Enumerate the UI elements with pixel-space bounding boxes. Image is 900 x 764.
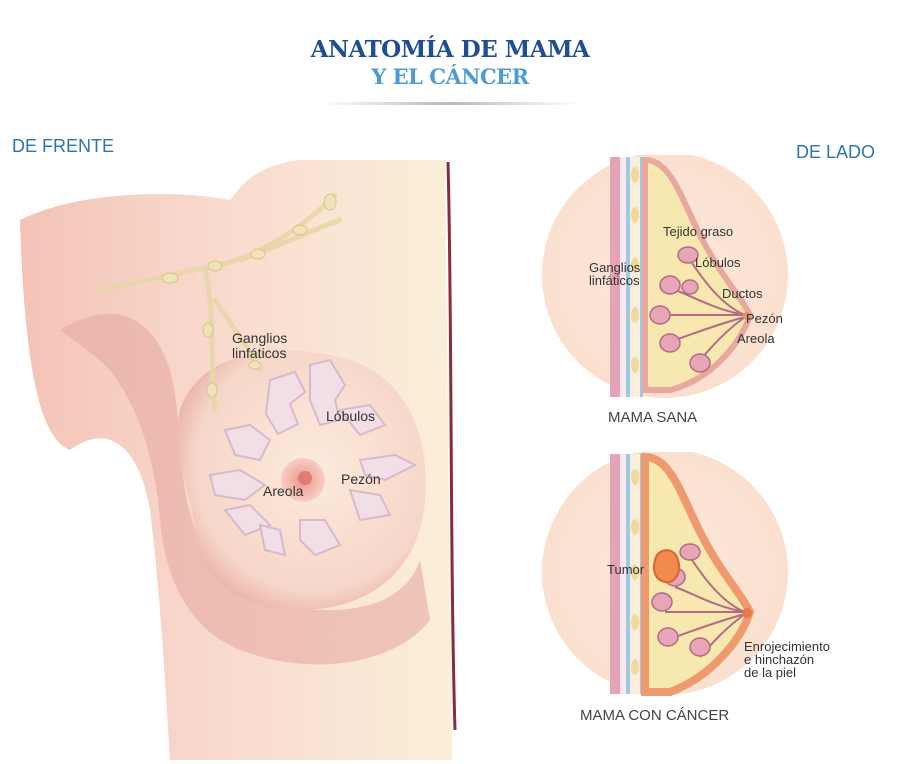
cancer-label-redness-line1: Enrojecimiento <box>744 639 830 654</box>
healthy-label-lobules: Lóbulos <box>695 255 741 270</box>
cancer-label-redness-line3: de la piel <box>744 665 797 680</box>
cancer-label-tumor: Tumor <box>607 562 645 577</box>
side-view-label: DE LADO <box>796 142 876 162</box>
cancer-label-redness: Enrojecimiento e hinchazón de la piel <box>744 640 830 679</box>
healthy-label-lymph-nodes-line1: Ganglios <box>589 260 641 275</box>
cancer-label-redness-line2: e hinchazón <box>744 652 815 667</box>
front-label-lymph-nodes-line2: linfáticos <box>232 345 287 361</box>
cancer-breast-illustration <box>542 452 788 696</box>
title-line-2: Y EL CÁNCER <box>371 64 529 89</box>
front-label-lobules: Lóbulos <box>326 408 376 424</box>
front-label-nipple: Pezón <box>341 471 381 487</box>
healthy-label-fatty-tissue: Tejido graso <box>663 224 734 239</box>
front-label-lymph-nodes-line1: Ganglios <box>232 330 288 346</box>
front-label-lymph-nodes: Ganglios linfáticos <box>232 331 287 361</box>
front-label-areola: Areola <box>263 483 304 499</box>
cancer-caption: MAMA CON CÁNCER <box>580 707 730 724</box>
front-view-label: DE FRENTE <box>12 136 115 156</box>
healthy-caption: MAMA SANA <box>608 409 698 426</box>
healthy-label-areola: Areola <box>737 331 775 346</box>
healthy-label-ducts: Ductos <box>722 286 763 301</box>
page-title: ANATOMÍA DE MAMA Y EL CÁNCER <box>0 36 900 90</box>
front-view-illustration <box>20 160 457 760</box>
healthy-label-lymph-nodes: Ganglios linfáticos <box>589 261 640 287</box>
title-line-1: ANATOMÍA DE MAMA <box>310 36 590 63</box>
title-divider <box>320 102 580 105</box>
healthy-label-lymph-nodes-line2: linfáticos <box>589 273 640 288</box>
healthy-label-nipple: Pezón <box>746 311 783 326</box>
healthy-breast-illustration <box>542 155 788 398</box>
